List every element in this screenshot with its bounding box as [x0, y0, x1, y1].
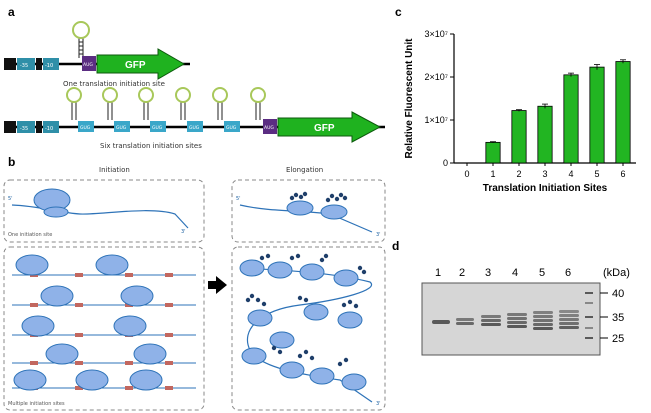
gfp-label: GFP	[314, 123, 335, 134]
bar	[485, 141, 501, 164]
x-tick-label: 2	[516, 169, 521, 179]
site-4: GUG	[175, 87, 203, 132]
gug-label: GUG	[80, 125, 91, 131]
gfp-arrow-icon	[96, 48, 186, 80]
y-tick-label: 3×10⁷	[424, 29, 448, 39]
marker-label-35: 35	[612, 312, 624, 324]
five-prime-label: 5'	[8, 196, 13, 202]
initiation-one-site-box: 5' 3' One initiation site	[3, 179, 205, 243]
five-prime-label: 5'	[236, 196, 241, 202]
stem-loop-icon	[175, 87, 191, 103]
lane-label: 2	[459, 267, 465, 279]
aug-box	[263, 119, 277, 134]
construct-one-site: -35 -10 AUG GFP One translation initiati…	[4, 21, 190, 88]
right-arrow-icon	[208, 276, 227, 294]
y-tick-label: 2×10⁷	[424, 72, 448, 82]
x-tick-label: 5	[594, 169, 599, 179]
stem-loop-icon	[72, 21, 90, 58]
bar	[563, 74, 579, 164]
lane-label: 3	[485, 267, 491, 279]
gug-label: GUG	[116, 125, 127, 131]
gel-bands	[432, 292, 593, 339]
elongation-multiple-sites-box: 3'	[231, 246, 386, 411]
construct-six-sites: -35 -10 GUG GUG GUG GUG	[4, 87, 385, 150]
site-2: GUG	[102, 87, 130, 132]
nascent-protein-icon	[289, 191, 348, 203]
mrna-strand	[11, 204, 189, 229]
x-tick-label: 4	[568, 169, 573, 179]
initiation-title: Initiation	[99, 166, 130, 174]
multiple-sites-label: Multiple initiation sites	[8, 401, 65, 407]
site-1: GUG	[66, 87, 94, 132]
promoter-minus10-label: -10	[45, 63, 53, 69]
bar	[537, 105, 553, 164]
stem-loop-icon	[66, 87, 82, 103]
gug-label: GUG	[152, 125, 163, 131]
elongation-title: Elongation	[286, 166, 323, 174]
aug-label: AUG	[83, 62, 93, 68]
ribosome-small-icon	[43, 206, 69, 218]
panel-label-b: b	[8, 155, 15, 169]
three-prime-label: 3'	[376, 401, 381, 407]
initiation-multiple-sites-box: Multiple initiation sites	[3, 246, 205, 411]
x-tick-label: 0	[464, 169, 469, 179]
promoter-minus10-box	[43, 58, 59, 70]
gug-label: GUG	[226, 125, 237, 131]
elongation-one-site-box: 5' 3'	[231, 179, 386, 243]
marker-ticks	[600, 292, 608, 339]
six-site-caption: Six translation initiation sites	[100, 142, 202, 150]
lane-label: 4	[512, 267, 518, 279]
x-axis-title: Translation Initiation Sites	[483, 183, 608, 194]
terminator-block	[4, 58, 16, 70]
lane-label: 1	[435, 267, 441, 279]
gel-panel: 1 2 3 4 5 6 (kDa) 40 35 25	[421, 267, 630, 356]
marker-label-40: 40	[612, 288, 624, 300]
y-axis-title: Relative Fluorescent Unit	[404, 38, 415, 159]
stem-loop-icon	[102, 87, 118, 103]
three-prime-label: 3'	[181, 229, 186, 235]
y-tick-label: 1×10⁷	[424, 115, 448, 125]
x-tick-label: 3	[542, 169, 547, 179]
x-tick-label: 6	[620, 169, 625, 179]
promoter-minus35-label: -35	[20, 126, 28, 132]
ribosome-icon	[320, 204, 348, 220]
stem-loop-icon	[138, 87, 154, 103]
spacer-block	[36, 58, 42, 70]
aug-box	[82, 56, 96, 71]
promoter-minus35-label: -35	[20, 63, 28, 69]
one-site-caption: One translation initiation site	[63, 80, 165, 88]
nascent-protein-icon	[245, 253, 367, 367]
marker-label-25: 25	[612, 333, 624, 345]
panel-label-a: a	[8, 5, 15, 19]
ribosome-icons	[13, 254, 167, 391]
lane-label: 5	[539, 267, 545, 279]
kda-unit-label: (kDa)	[603, 267, 630, 279]
bar	[511, 110, 527, 164]
ribosome-icon	[286, 200, 314, 216]
gfp-label: GFP	[125, 60, 146, 71]
stem-loop-icon	[250, 87, 266, 103]
gfp-arrow-icon	[277, 111, 382, 143]
site-3: GUG	[138, 87, 166, 132]
panel-label-c: c	[395, 5, 402, 19]
site-6	[250, 87, 266, 120]
ribosome-icons	[239, 259, 367, 391]
panel-label-d: d	[392, 239, 399, 253]
gug-label: GUG	[189, 125, 200, 131]
bar	[615, 61, 631, 164]
promoter-minus35-box	[17, 58, 35, 70]
x-tick-label: 1	[490, 169, 495, 179]
bar	[589, 66, 605, 164]
stem-loop-icon	[212, 87, 228, 103]
site-5: GUG	[212, 87, 240, 132]
y-tick-label: 0	[443, 158, 448, 168]
lane-label: 6	[565, 267, 571, 279]
promoter-minus10-label: -10	[45, 126, 53, 132]
one-site-label: One initiation site	[8, 232, 52, 238]
three-prime-label: 3'	[376, 232, 381, 238]
aug-label: AUG	[264, 125, 274, 131]
